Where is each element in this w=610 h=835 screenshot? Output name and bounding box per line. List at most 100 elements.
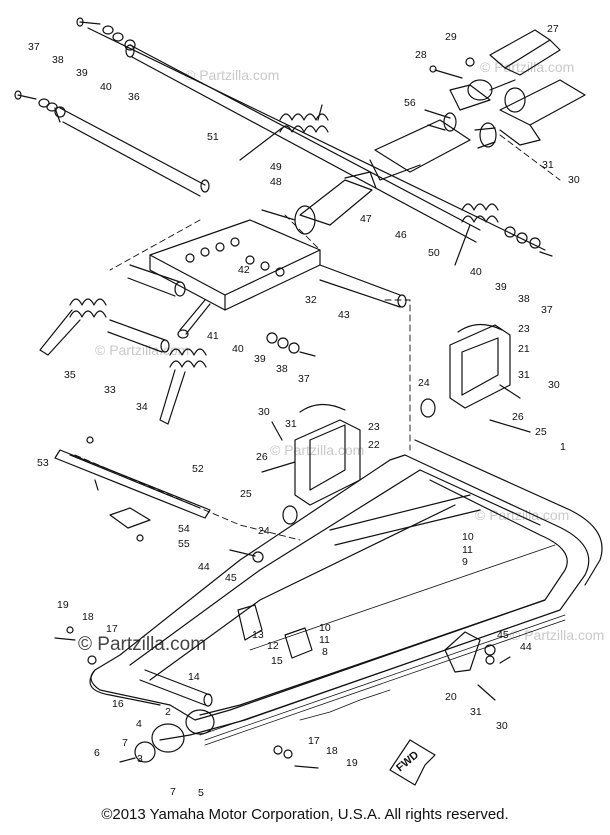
bushing-56 bbox=[424, 109, 497, 149]
frame-cross-shaft-16 bbox=[139, 669, 213, 707]
spring-35 bbox=[39, 298, 107, 356]
part-label-52: 52 bbox=[192, 463, 204, 475]
part-label-36: 36 bbox=[128, 91, 140, 103]
part-label-3: 3 bbox=[137, 753, 143, 765]
bolt-41 bbox=[177, 299, 211, 339]
part-label-39: 39 bbox=[254, 353, 266, 365]
part-label-10: 10 bbox=[319, 622, 331, 634]
bolt-cluster-lower bbox=[54, 626, 319, 769]
part-label-54: 54 bbox=[178, 523, 190, 535]
watermark-faint: © Partzilla.com bbox=[185, 67, 279, 83]
shaft-43 bbox=[319, 264, 407, 308]
part-label-51: 51 bbox=[207, 131, 219, 143]
torsion-spring-50 bbox=[454, 203, 553, 266]
part-label-11: 11 bbox=[462, 544, 473, 556]
part-label-23: 23 bbox=[518, 323, 530, 335]
part-label-24: 24 bbox=[418, 377, 430, 389]
part-label-24: 24 bbox=[258, 525, 270, 537]
part-label-18: 18 bbox=[326, 745, 338, 757]
part-label-39: 39 bbox=[76, 67, 88, 79]
slide-rail-frame-1 bbox=[89, 439, 603, 741]
part-label-30: 30 bbox=[568, 174, 580, 186]
part-label-38: 38 bbox=[518, 293, 530, 305]
rear-bracket-20 bbox=[444, 631, 496, 701]
part-label-8: 8 bbox=[322, 646, 328, 658]
upper-arm-bracket-27 bbox=[369, 29, 586, 181]
exploded-parts-diagram: © Partzilla.com © Partzilla.com © Partzi… bbox=[14, 17, 604, 799]
part-label-48: 48 bbox=[270, 176, 282, 188]
part-label-17: 17 bbox=[106, 623, 118, 635]
part-label-7: 7 bbox=[170, 786, 176, 798]
idler-wheel-assembly bbox=[119, 604, 313, 763]
part-label-44: 44 bbox=[198, 561, 210, 573]
rail-slider-hatch bbox=[199, 544, 566, 746]
part-label-23: 23 bbox=[368, 421, 380, 433]
part-label-42: 42 bbox=[238, 264, 250, 276]
part-label-43: 43 bbox=[338, 309, 350, 321]
part-label-15: 15 bbox=[271, 655, 283, 667]
part-label-37: 37 bbox=[28, 41, 40, 53]
part-label-20: 20 bbox=[445, 691, 457, 703]
part-label-37: 37 bbox=[541, 304, 553, 316]
part-label-53: 53 bbox=[37, 457, 49, 469]
watermark-faint: © Partzilla.com bbox=[480, 59, 574, 75]
part-label-18: 18 bbox=[82, 611, 94, 623]
part-label-17: 17 bbox=[308, 735, 320, 747]
part-label-30: 30 bbox=[496, 720, 508, 732]
part-label-55: 55 bbox=[178, 538, 190, 550]
part-label-33: 33 bbox=[104, 384, 116, 396]
part-label-25: 25 bbox=[535, 426, 547, 438]
part-label-11: 11 bbox=[319, 634, 330, 646]
part-label-49: 49 bbox=[270, 161, 282, 173]
frame-cross-shaft-upper bbox=[329, 494, 481, 546]
part-label-16: 16 bbox=[112, 698, 124, 710]
pivot-bracket-22 bbox=[261, 403, 361, 525]
part-label-1: 1 bbox=[560, 441, 566, 453]
copyright-notice: ©2013 Yamaha Motor Corporation, U.S.A. A… bbox=[101, 806, 509, 823]
part-label-10: 10 bbox=[462, 531, 474, 543]
center-arm-32 bbox=[127, 219, 321, 311]
part-labels: 37 38 39 40 36 51 49 48 47 46 50 40 39 3… bbox=[28, 23, 580, 799]
watermark-faint: © Partzilla.com bbox=[270, 442, 364, 458]
bolt-44-left bbox=[229, 549, 264, 563]
bolt-28 bbox=[429, 57, 475, 79]
part-label-19: 19 bbox=[57, 599, 69, 611]
part-label-40: 40 bbox=[470, 266, 482, 278]
part-label-31: 31 bbox=[470, 706, 482, 718]
part-label-56: 56 bbox=[404, 97, 416, 109]
part-label-9: 9 bbox=[462, 556, 468, 568]
part-label-22: 22 bbox=[368, 439, 380, 451]
slide-plate-52 bbox=[54, 436, 211, 519]
forward-direction-tag bbox=[389, 739, 436, 786]
part-label-40: 40 bbox=[100, 81, 112, 93]
shaft-33 bbox=[107, 319, 170, 353]
part-label-21: 21 bbox=[518, 343, 530, 355]
part-label-25: 25 bbox=[240, 488, 252, 500]
part-label-5: 5 bbox=[198, 787, 204, 799]
part-label-41: 41 bbox=[207, 330, 219, 342]
part-label-44: 44 bbox=[520, 641, 532, 653]
part-label-6: 6 bbox=[94, 747, 100, 759]
part-label-37: 37 bbox=[298, 373, 310, 385]
part-label-28: 28 bbox=[415, 49, 427, 61]
upper-shaft-36 bbox=[54, 27, 546, 251]
bracket-54 bbox=[109, 507, 151, 542]
part-label-26: 26 bbox=[512, 411, 524, 423]
watermark-faint: © Partzilla.com bbox=[475, 507, 569, 523]
part-label-7: 7 bbox=[122, 737, 128, 749]
washer-stack-middle bbox=[266, 332, 316, 357]
watermark-group: © Partzilla.com © Partzilla.com © Partzi… bbox=[78, 59, 604, 655]
part-label-30: 30 bbox=[258, 406, 270, 418]
part-label-39: 39 bbox=[495, 281, 507, 293]
part-label-45: 45 bbox=[497, 629, 509, 641]
part-label-26: 26 bbox=[256, 451, 268, 463]
washer-stack-left-top bbox=[14, 17, 136, 118]
spring-34 bbox=[159, 348, 207, 425]
fwd-label: FWD bbox=[394, 749, 421, 774]
part-label-27: 27 bbox=[547, 23, 559, 35]
pivot-bracket-21 bbox=[420, 323, 531, 433]
part-label-50: 50 bbox=[428, 247, 440, 259]
shock-absorber-47 bbox=[261, 171, 377, 235]
part-label-31: 31 bbox=[542, 159, 554, 171]
bolt-44-right bbox=[484, 644, 511, 664]
